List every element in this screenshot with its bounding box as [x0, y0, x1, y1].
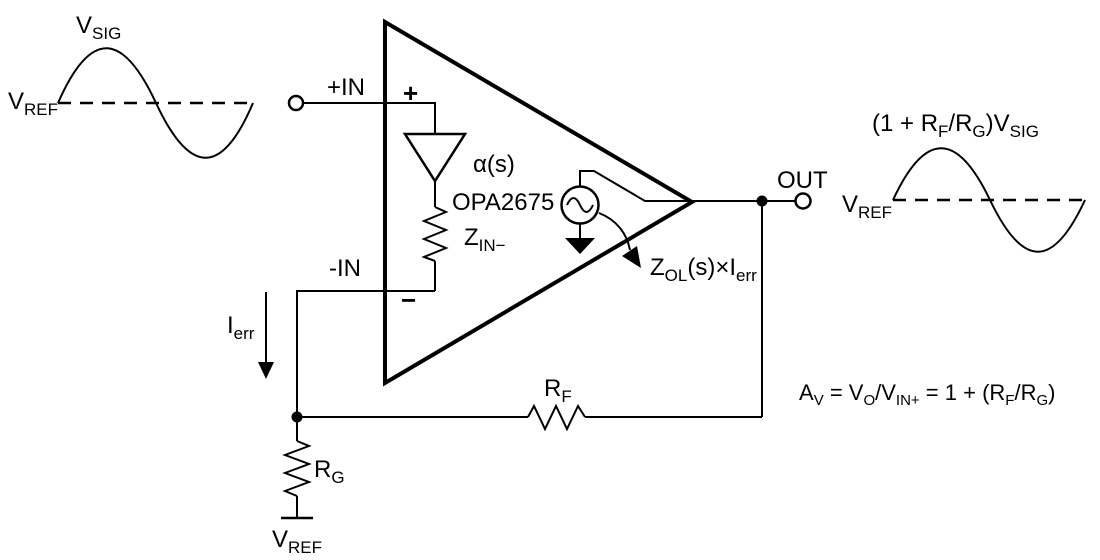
opamp-triangle: [383, 18, 696, 387]
input-sine-wave: [57, 47, 254, 159]
zin-resistor: [421, 206, 449, 262]
error-current: Ierr: [227, 292, 274, 379]
input-waveform: VSIG VREF: [8, 12, 255, 159]
minus-in-label: -IN: [329, 255, 361, 282]
rf-resistor: [527, 403, 586, 432]
ierr-arrowhead: [258, 362, 274, 379]
minus-sign-label: −: [401, 285, 416, 315]
source-down-arrowhead: [565, 238, 595, 254]
noninverting-input: +IN +: [287, 74, 436, 134]
output-waveform: (1 + RF/RG)VSIG VREF: [842, 110, 1086, 253]
output-branch: OUT: [692, 167, 828, 417]
source-to-output-wire: [579, 170, 692, 202]
internal-current-source: ZOL(s)×Ierr: [560, 170, 757, 285]
output-waveform-title: (1 + RF/RG)VSIG: [872, 110, 1039, 141]
part-number-label: OPA2675: [452, 189, 554, 216]
rg-label: RG: [314, 456, 345, 487]
feedback-network: RF RG VREF: [272, 375, 762, 557]
input-reference-label: VREF: [8, 88, 58, 119]
output-sine-wave: [892, 147, 1086, 253]
rg-resistor: [282, 440, 312, 497]
current-source-sine-icon: [566, 197, 594, 213]
buffer-gain-label: α(s): [473, 151, 515, 178]
input-buffer-triangle: [402, 132, 468, 184]
minus-in-wire: [296, 290, 435, 417]
plus-in-label: +IN: [327, 74, 365, 101]
plus-in-wire: [303, 102, 436, 134]
plus-in-terminal: [287, 94, 305, 112]
ierr-label: Ierr: [227, 312, 255, 343]
input-signal-label: VSIG: [76, 12, 121, 43]
inverting-input: -IN −: [296, 255, 435, 417]
rg-reference-label: VREF: [272, 526, 322, 557]
source-curved-arrowhead: [622, 246, 641, 268]
zin-label: ZIN−: [464, 224, 506, 255]
gain-equation: AV = VO/VIN+ = 1 + (RF/RG): [799, 380, 1055, 409]
zol-ierr-label: ZOL(s)×Ierr: [650, 254, 757, 285]
input-buffer-stage: α(s) OPA2675 ZIN−: [402, 132, 554, 291]
source-curved-arrow-shaft: [598, 212, 631, 251]
out-terminal: [794, 192, 812, 210]
plus-sign-label: +: [403, 78, 418, 108]
rf-label: RF: [544, 375, 572, 406]
out-label: OUT: [777, 167, 828, 194]
output-reference-label: VREF: [842, 191, 892, 222]
